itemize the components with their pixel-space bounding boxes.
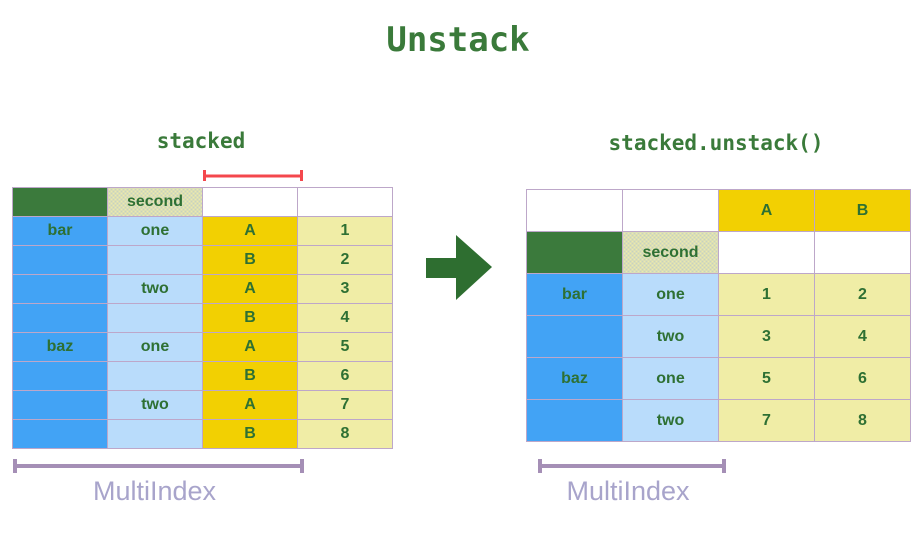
unstack-arrow-icon <box>426 235 492 300</box>
multiindex-label-left: MultiIndex <box>92 476 217 506</box>
cell: 1 <box>297 216 393 246</box>
cell <box>297 187 393 217</box>
bracket-line <box>206 174 300 177</box>
table-row: B 4 <box>12 303 393 333</box>
page-title: Unstack <box>386 20 530 60</box>
cell: bar <box>526 273 623 316</box>
cell: 4 <box>297 303 393 333</box>
cell: second <box>622 231 719 274</box>
table-row: bar one 1 2 <box>526 273 911 316</box>
cell: 3 <box>718 315 815 358</box>
cell <box>622 189 719 232</box>
cell: A <box>202 332 298 362</box>
cell: 7 <box>718 399 815 442</box>
cell: A <box>718 189 815 232</box>
cell: 5 <box>297 332 393 362</box>
stacked-table: second bar one A 1 B 2 two A 3 <box>12 187 393 449</box>
bracket-line <box>17 464 300 468</box>
cell <box>12 390 108 420</box>
cell <box>718 231 815 274</box>
table-row: two A 3 <box>12 274 393 304</box>
cell: two <box>107 274 203 304</box>
table-row: A B <box>526 189 911 232</box>
multiindex-bracket-right <box>538 459 726 473</box>
cell: B <box>202 419 298 449</box>
table-row: two 3 4 <box>526 315 911 358</box>
cell: 8 <box>814 399 911 442</box>
table-row: B 8 <box>12 419 393 449</box>
table-row: second <box>526 231 911 274</box>
cell: baz <box>526 357 623 400</box>
unstacked-label: stacked.unstack() <box>608 131 824 155</box>
table-row: bar one A 1 <box>12 216 393 246</box>
cell: 2 <box>814 273 911 316</box>
table-row: two 7 8 <box>526 399 911 442</box>
table-row: second <box>12 187 393 217</box>
cell <box>107 361 203 391</box>
arrow-head <box>456 235 492 300</box>
cell: A <box>202 390 298 420</box>
cell: one <box>622 357 719 400</box>
cell <box>526 231 623 274</box>
cell: A <box>202 216 298 246</box>
cell <box>526 399 623 442</box>
cell: B <box>202 245 298 275</box>
cell <box>107 419 203 449</box>
bracket-line <box>542 464 722 468</box>
cell: B <box>814 189 911 232</box>
table-row: baz one 5 6 <box>526 357 911 400</box>
cell <box>814 231 911 274</box>
cell: one <box>107 332 203 362</box>
cell: 3 <box>297 274 393 304</box>
cell: 6 <box>297 361 393 391</box>
cell: 8 <box>297 419 393 449</box>
cell: B <box>202 303 298 333</box>
table-row: two A 7 <box>12 390 393 420</box>
cell: bar <box>12 216 108 246</box>
table-row: B 6 <box>12 361 393 391</box>
cell: two <box>107 390 203 420</box>
cell: second <box>107 187 203 217</box>
cell <box>12 419 108 449</box>
cell <box>12 361 108 391</box>
cell <box>12 245 108 275</box>
multiindex-bracket-left <box>13 459 304 473</box>
unstacked-table: A B second bar one 1 2 two 3 4 <box>526 189 911 442</box>
cell: two <box>622 315 719 358</box>
cell <box>107 303 203 333</box>
cell: two <box>622 399 719 442</box>
cell: 6 <box>814 357 911 400</box>
cell: B <box>202 361 298 391</box>
cell <box>526 315 623 358</box>
multiindex-label-right: MultiIndex <box>566 476 690 506</box>
cell: one <box>622 273 719 316</box>
cell: 4 <box>814 315 911 358</box>
cell <box>526 189 623 232</box>
cell: 2 <box>297 245 393 275</box>
cell: A <box>202 274 298 304</box>
cell <box>202 187 298 217</box>
cell: baz <box>12 332 108 362</box>
cell <box>107 245 203 275</box>
cell: 1 <box>718 273 815 316</box>
cell <box>12 187 108 217</box>
stacked-column-span-bracket <box>203 170 303 181</box>
cell: 5 <box>718 357 815 400</box>
stacked-label: stacked <box>156 129 246 153</box>
arrow-tail <box>426 258 457 278</box>
cell <box>12 274 108 304</box>
cell: 7 <box>297 390 393 420</box>
table-row: baz one A 5 <box>12 332 393 362</box>
table-row: B 2 <box>12 245 393 275</box>
cell: one <box>107 216 203 246</box>
cell <box>12 303 108 333</box>
